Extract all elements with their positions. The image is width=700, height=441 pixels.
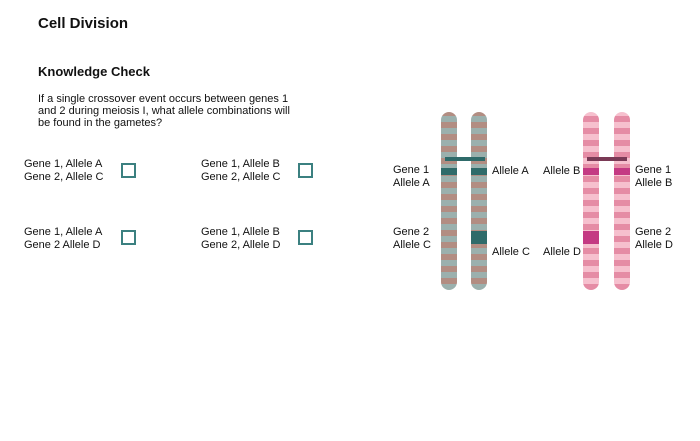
label-gene2-right: Gene 2 xyxy=(635,226,672,238)
option-3-checkbox[interactable] xyxy=(121,230,136,245)
option-2: Gene 1, Allele B Gene 2, Allele C xyxy=(201,158,281,184)
page-title: Cell Division xyxy=(38,15,129,32)
label-alleleB-right: Allele B xyxy=(635,177,673,189)
option-4-line2: Gene 2, Allele D xyxy=(201,239,281,251)
marker-pink-gene1-b xyxy=(614,168,630,175)
question-text: If a single crossover event occurs betwe… xyxy=(38,93,290,129)
label-alleleA-left: Allele A xyxy=(393,177,430,189)
marker-teal-gene1-a xyxy=(441,168,457,175)
marker-teal-gene1-b xyxy=(471,168,487,175)
option-2-line1: Gene 1, Allele B xyxy=(201,158,280,170)
option-1-line2: Gene 2, Allele C xyxy=(24,171,104,183)
chromatid-teal-1 xyxy=(441,112,457,290)
label-alleleB-mid: Allele B xyxy=(543,165,581,177)
label-gene2-left: Gene 2 xyxy=(393,226,430,238)
chromatid-teal-2 xyxy=(471,112,487,290)
label-gene1-left: Gene 1 xyxy=(393,164,430,176)
option-1-checkbox[interactable] xyxy=(121,163,136,178)
label-alleleC-left: Allele C xyxy=(393,239,431,251)
option-1-line1: Gene 1, Allele A xyxy=(24,158,103,170)
option-2-line2: Gene 2, Allele C xyxy=(201,171,281,183)
option-3-line2: Gene 2 Allele D xyxy=(24,239,101,251)
option-3: Gene 1, Allele A Gene 2 Allele D xyxy=(24,226,102,252)
label-alleleA-mid: Allele A xyxy=(492,165,529,177)
chromosome-diagram xyxy=(441,112,630,290)
option-4: Gene 1, Allele B Gene 2, Allele D xyxy=(201,226,281,252)
centromere-teal xyxy=(445,157,485,161)
marker-teal-gene2 xyxy=(471,231,487,244)
label-alleleD-right: Allele D xyxy=(635,239,673,251)
label-alleleD-mid: Allele D xyxy=(543,246,581,258)
option-4-checkbox[interactable] xyxy=(298,230,313,245)
option-4-line1: Gene 1, Allele B xyxy=(201,226,280,238)
marker-pink-gene1-a xyxy=(583,168,599,175)
centromere-pink xyxy=(587,157,627,161)
option-3-line1: Gene 1, Allele A xyxy=(24,226,103,238)
label-alleleC-mid: Allele C xyxy=(492,246,530,258)
section-title: Knowledge Check xyxy=(38,64,150,79)
chromatid-pink-1 xyxy=(583,112,599,290)
label-gene1-right: Gene 1 xyxy=(635,164,672,176)
marker-pink-gene2 xyxy=(583,231,599,244)
option-1: Gene 1, Allele A Gene 2, Allele C xyxy=(24,158,104,184)
option-2-checkbox[interactable] xyxy=(298,163,313,178)
chromatid-pink-2 xyxy=(614,112,630,290)
